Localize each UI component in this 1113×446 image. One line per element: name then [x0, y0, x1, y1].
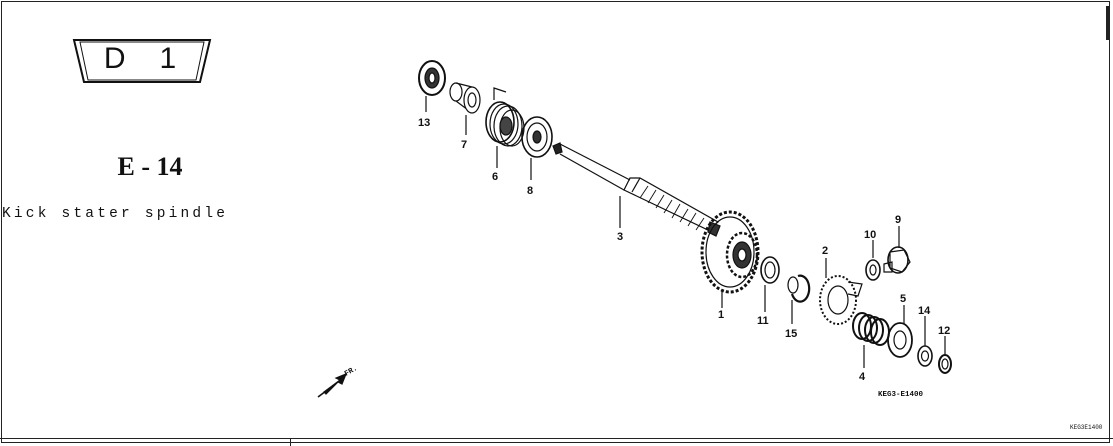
part-oil-seal [418, 60, 446, 112]
callout-6: 6 [492, 171, 498, 183]
callout-10: 10 [864, 229, 876, 241]
part-spring-guide [521, 116, 553, 180]
part-end-circlip [938, 336, 952, 374]
section-badge: D 1 [72, 40, 208, 78]
callout-15: 15 [785, 328, 797, 340]
part-return-spring [485, 87, 525, 168]
badge-letter: D [103, 42, 126, 75]
callout-13: 13 [418, 117, 430, 129]
callout-5: 5 [900, 293, 906, 305]
part-thrust-washer [760, 256, 780, 312]
part-flange-bolt [883, 226, 911, 274]
callout-3: 3 [617, 231, 623, 243]
callout-12: 12 [938, 325, 950, 337]
part-ratchet [819, 258, 863, 325]
callout-4: 4 [859, 371, 866, 383]
part-bushing [449, 82, 481, 135]
section-code: E - 14 [117, 152, 183, 181]
callout-9: 9 [895, 214, 901, 226]
bottom-divider [0, 438, 1113, 439]
badge-number: 1 [159, 42, 177, 75]
part-kick-gear [700, 210, 760, 308]
section-title: Kick stater spindle [2, 206, 229, 222]
callout-2: 2 [822, 245, 828, 257]
figure-code: KEG3-E1400 [878, 391, 924, 399]
callout-1: 1 [718, 309, 724, 321]
front-direction-icon [317, 372, 348, 398]
bottom-tick [290, 438, 291, 446]
part-washer [917, 316, 933, 367]
callout-7: 7 [461, 139, 467, 151]
callout-8: 8 [527, 185, 533, 197]
callout-14: 14 [918, 305, 931, 317]
part-spring-seat [887, 305, 913, 358]
part-kick-spindle [552, 142, 721, 237]
edge-marker [1106, 6, 1109, 40]
part-circlip [787, 274, 811, 324]
part-ratchet-spring [852, 312, 890, 368]
section-badge-frame [72, 39, 212, 83]
corner-code: KEG3E1400 [1070, 424, 1103, 431]
part-bolt-washer [865, 240, 881, 281]
callout-11: 11 [757, 315, 769, 327]
front-direction-label: FR. [344, 365, 360, 379]
